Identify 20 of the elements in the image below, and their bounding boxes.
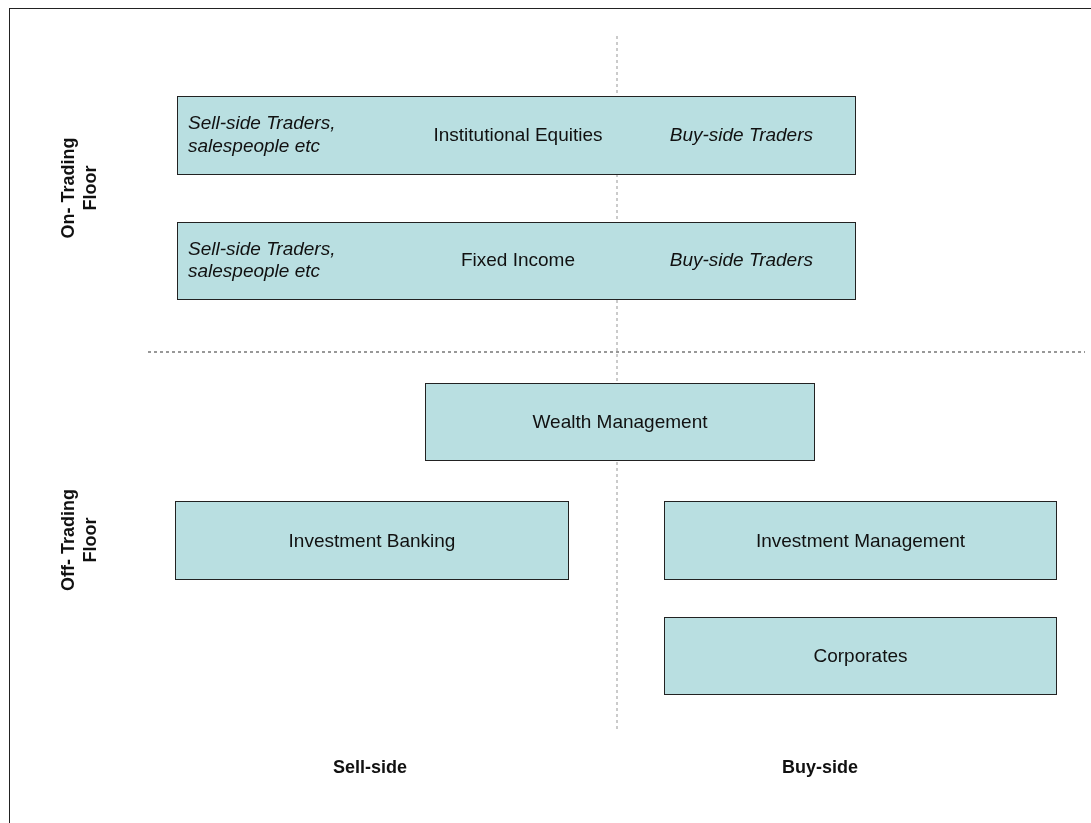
category-box bbox=[664, 501, 1057, 580]
category-title: Corporates bbox=[813, 645, 908, 667]
category-title: Wealth Management bbox=[532, 411, 708, 433]
category-box bbox=[177, 96, 856, 175]
axis-label: Sell-side bbox=[333, 756, 407, 778]
category-title: Investment Management bbox=[755, 529, 966, 552]
role-note: Buy-side Traders bbox=[669, 123, 813, 147]
axis-label: Buy-side bbox=[782, 756, 858, 778]
category-box bbox=[175, 501, 569, 580]
category-box bbox=[664, 617, 1057, 695]
category-title: Fixed Income bbox=[459, 249, 576, 272]
axis-label: On- Trading Floor bbox=[58, 136, 101, 241]
role-note: Sell-side Traders, salespeople etc bbox=[188, 112, 337, 158]
category-box bbox=[177, 222, 856, 300]
category-title: Institutional Equities bbox=[432, 123, 604, 147]
role-note: Buy-side Traders bbox=[669, 249, 813, 272]
axis-label: Off- Trading Floor bbox=[58, 488, 101, 593]
category-title: Investment Banking bbox=[288, 529, 456, 552]
category-box bbox=[425, 383, 815, 461]
role-note: Sell-side Traders, salespeople etc bbox=[188, 237, 337, 284]
